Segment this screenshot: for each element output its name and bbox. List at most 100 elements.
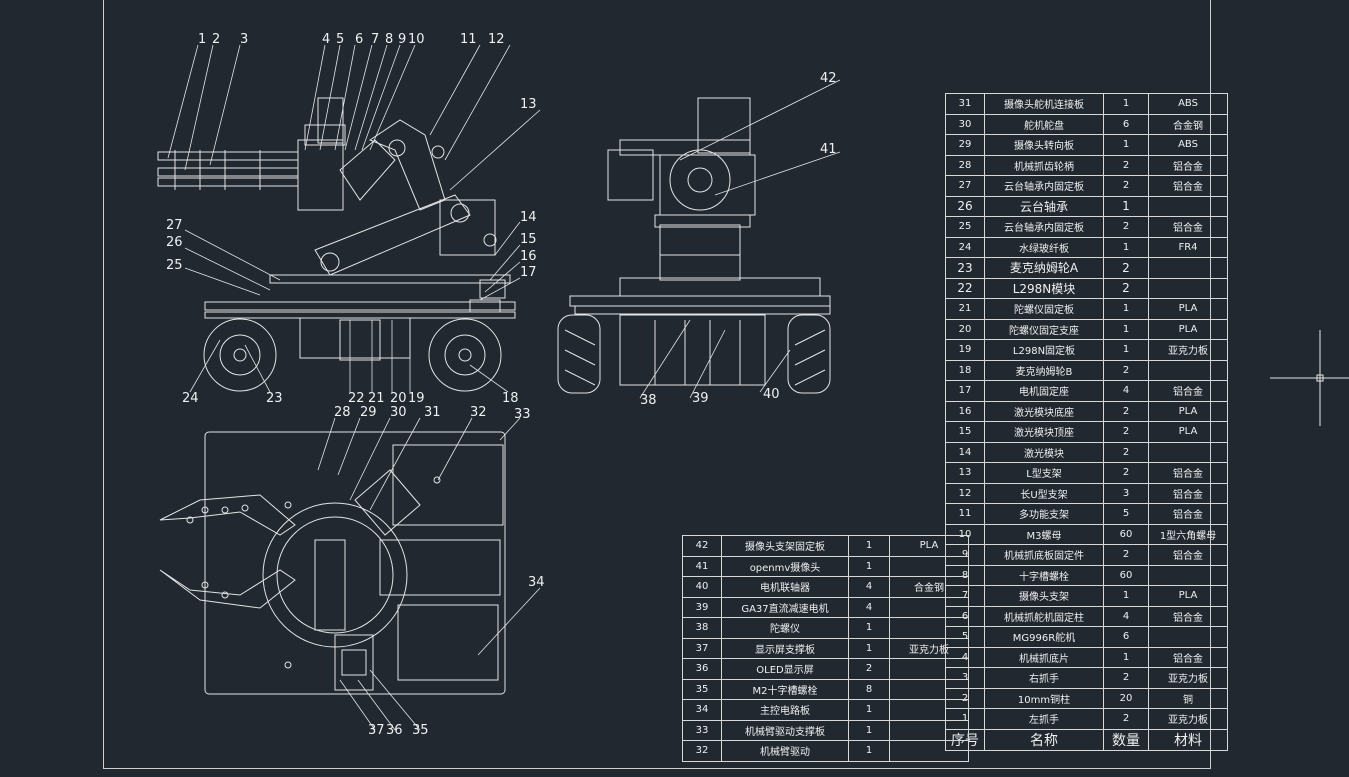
part-number: 37 xyxy=(682,637,722,659)
part-name: M3螺母 xyxy=(984,523,1104,545)
part-material xyxy=(1148,195,1228,217)
part-material: ABS xyxy=(1148,134,1228,156)
callout-6: 6 xyxy=(355,32,363,47)
part-material: 铝合金 xyxy=(1148,646,1228,668)
part-name: 左抓手 xyxy=(984,708,1104,730)
part-material: FR4 xyxy=(1148,236,1228,258)
callout-32: 32 xyxy=(470,405,487,420)
part-number: 30 xyxy=(945,113,985,135)
part-quantity: 1 xyxy=(1103,195,1149,217)
part-name: L298N模块 xyxy=(984,277,1104,299)
part-quantity: 1 xyxy=(1103,339,1149,361)
part-material: 亚克力板 xyxy=(1148,667,1228,689)
part-quantity: 60 xyxy=(1103,564,1149,586)
part-material: 铝合金 xyxy=(1148,462,1228,484)
part-material: 铜 xyxy=(1148,687,1228,709)
part-name: 电机联轴器 xyxy=(721,576,849,598)
part-quantity: 1 xyxy=(848,719,890,741)
part-name: 云台轴承内固定板 xyxy=(984,216,1104,238)
part-number: 28 xyxy=(945,154,985,176)
part-material: 铝合金 xyxy=(1148,380,1228,402)
part-material xyxy=(1148,626,1228,648)
part-material: 铝合金 xyxy=(1148,175,1228,197)
part-quantity: 8 xyxy=(848,678,890,700)
part-number: 27 xyxy=(945,175,985,197)
part-material: PLA xyxy=(1148,318,1228,340)
callout-13: 13 xyxy=(520,97,537,112)
part-quantity: 2 xyxy=(1103,400,1149,422)
callout-35: 35 xyxy=(412,723,429,738)
part-quantity: 2 xyxy=(1103,257,1149,279)
part-quantity: 1 xyxy=(1103,134,1149,156)
part-quantity: 2 xyxy=(1103,441,1149,463)
part-name: 摄像头支架固定板 xyxy=(721,535,849,557)
callout-3: 3 xyxy=(240,32,248,47)
part-name: 激光模块 xyxy=(984,441,1104,463)
callout-37: 37 xyxy=(368,723,385,738)
part-quantity: 2 xyxy=(1103,154,1149,176)
part-number: 26 xyxy=(945,195,985,217)
front-view xyxy=(557,97,831,394)
part-name: 陀螺仪 xyxy=(721,617,849,639)
part-name: 机械抓舵机固定柱 xyxy=(984,605,1104,627)
part-number: 29 xyxy=(945,134,985,156)
part-name: 机械臂驱动支撑板 xyxy=(721,719,849,741)
part-number: 38 xyxy=(682,617,722,639)
part-name: 激光模块底座 xyxy=(984,400,1104,422)
part-quantity: 60 xyxy=(1103,523,1149,545)
part-quantity: 2 xyxy=(1103,359,1149,381)
callout-39: 39 xyxy=(692,391,709,406)
part-material: 铝合金 xyxy=(1148,605,1228,627)
part-name: 显示屏支撑板 xyxy=(721,637,849,659)
part-quantity: 4 xyxy=(848,596,890,618)
callout-12: 12 xyxy=(488,32,505,47)
part-material xyxy=(1148,257,1228,279)
part-quantity: 1 xyxy=(1103,585,1149,607)
part-number: 24 xyxy=(945,236,985,258)
callout-28: 28 xyxy=(334,405,351,420)
callout-24: 24 xyxy=(182,391,199,406)
part-number: 20 xyxy=(945,318,985,340)
part-name: 陀螺仪固定板 xyxy=(984,298,1104,320)
callout-38: 38 xyxy=(640,393,657,408)
part-name: 主控电路板 xyxy=(721,699,849,721)
part-material: 铝合金 xyxy=(1148,503,1228,525)
callout-26: 26 xyxy=(166,235,183,250)
part-name: 右抓手 xyxy=(984,667,1104,689)
part-quantity: 6 xyxy=(1103,113,1149,135)
callout-4: 4 xyxy=(322,32,330,47)
part-quantity: 1 xyxy=(1103,236,1149,258)
part-quantity: 2 xyxy=(1103,175,1149,197)
part-number: 18 xyxy=(945,359,985,381)
part-material xyxy=(889,699,969,721)
part-quantity: 2 xyxy=(1103,708,1149,730)
part-material: 亚克力板 xyxy=(1148,708,1228,730)
callout-11: 11 xyxy=(460,32,477,47)
part-number: 36 xyxy=(682,658,722,680)
callout-7: 7 xyxy=(371,32,379,47)
parts-list-header: 序号 名称 数量 材料 xyxy=(945,728,1228,751)
part-quantity: 2 xyxy=(1103,667,1149,689)
part-quantity: 2 xyxy=(1103,421,1149,443)
part-name: L型支架 xyxy=(984,462,1104,484)
part-quantity: 1 xyxy=(1103,93,1149,115)
part-quantity: 5 xyxy=(1103,503,1149,525)
part-name: 长U型支架 xyxy=(984,482,1104,504)
part-name: 舵机舵盘 xyxy=(984,113,1104,135)
callout-29: 29 xyxy=(360,405,377,420)
